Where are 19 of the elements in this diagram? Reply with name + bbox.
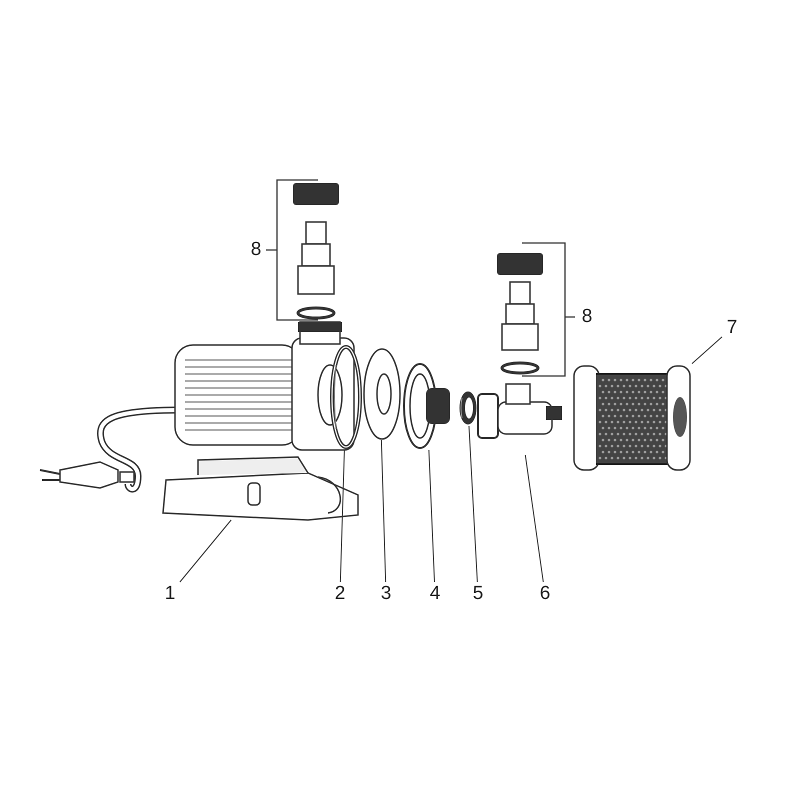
callout-number: 8 [250, 238, 262, 262]
o-ring-drawing [330, 345, 362, 450]
callout-number: 8 [580, 305, 594, 329]
leader-line [524, 454, 544, 582]
leader-line [340, 450, 345, 582]
callout-number: 3 [376, 582, 396, 606]
ring-drawing [458, 390, 478, 426]
leader-line [179, 520, 232, 582]
leader-line [380, 440, 386, 582]
callout-number: 1 [160, 582, 180, 606]
callout-number: 5 [468, 582, 488, 606]
callout-number: 6 [535, 582, 555, 606]
cover-drawing [402, 362, 452, 450]
leader-line [468, 426, 478, 582]
callout-number: 7 [722, 316, 742, 340]
leader-line [428, 450, 435, 582]
callout-number: 4 [425, 582, 445, 606]
callout-number: 2 [330, 582, 350, 606]
leader-line [692, 336, 722, 364]
